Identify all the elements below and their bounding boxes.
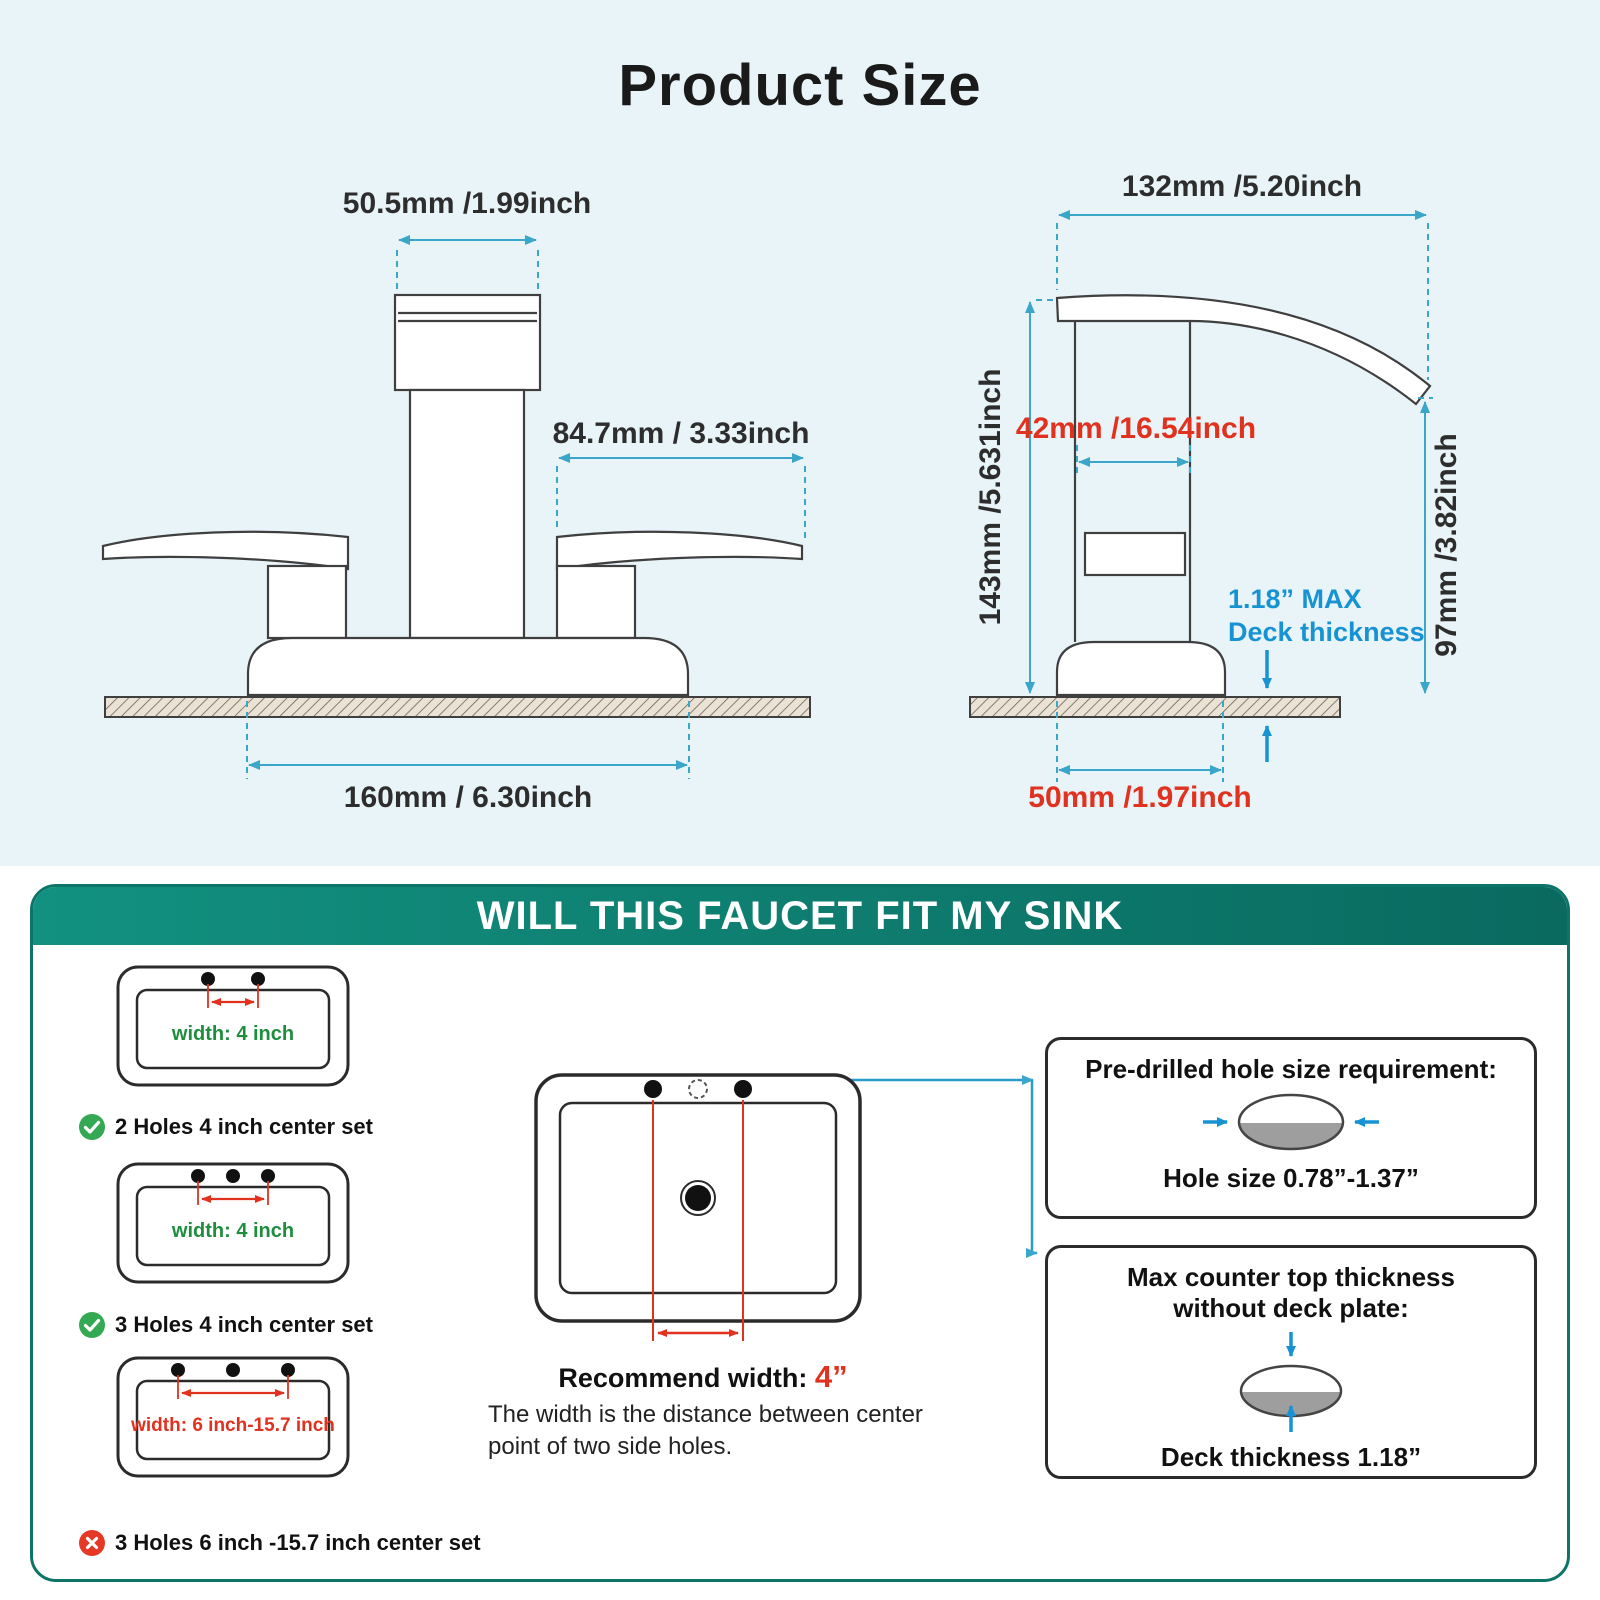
- check-icon: [79, 1114, 105, 1140]
- deck-thickness-illustration: [1239, 1332, 1343, 1433]
- side-handle: [1083, 531, 1187, 577]
- center-sink-diagram: [534, 1073, 862, 1341]
- sink-option-2-width: width: 4 inch: [171, 1220, 294, 1242]
- front-base-plate: [246, 636, 690, 697]
- sink-option-1-caption-text: 2 Holes 4 inch center set: [115, 1114, 373, 1139]
- side-base-plate: [1055, 640, 1227, 697]
- dim-total-height: 143mm /5.631inch: [974, 369, 1007, 626]
- fit-section: WILL THIS FAUCET FIT MY SINK width: 4 in…: [30, 884, 1570, 1582]
- dim-top-width: 132mm /5.20inch: [1122, 170, 1362, 203]
- faucet-hole: [226, 1169, 240, 1183]
- left-handle-post: [266, 564, 348, 640]
- faucet-hole-optional: [688, 1079, 708, 1099]
- dim-spout-width: 50.5mm /1.99inch: [343, 187, 591, 220]
- sink-option-3-diagram: width: 6 inch-15.7 inch: [116, 1356, 350, 1478]
- top-section-background: [0, 0, 1600, 866]
- side-countertop: [969, 696, 1341, 718]
- hole-size-caption: Hole size 0.78”-1.37”: [1163, 1163, 1419, 1194]
- sink-option-2-caption-text: 3 Holes 4 inch center set: [115, 1312, 373, 1337]
- faucet-side-view: [969, 294, 1432, 718]
- dim-handle-length: 84.7mm / 3.33inch: [553, 417, 810, 450]
- cross-icon: [79, 1530, 105, 1556]
- faucet-hole: [171, 1363, 185, 1377]
- sink-option-2-caption: 3 Holes 4 inch center set: [78, 1311, 373, 1339]
- hole-size-box: Pre-drilled hole size requirement: Hole …: [1045, 1037, 1537, 1219]
- faucet-hole: [226, 1363, 240, 1377]
- drain-hole: [685, 1185, 711, 1211]
- faucet-hole: [261, 1169, 275, 1183]
- sink-option-1-diagram: width: 4 inch: [116, 965, 350, 1087]
- faucet-front-view: [101, 293, 811, 718]
- faucet-hole-left: [644, 1080, 662, 1098]
- front-view-dimensions: 50.5mm /1.99inch 84.7mm / 3.33inch 160mm…: [246, 187, 810, 814]
- deck-thickness-label: Deck thickness: [1228, 617, 1425, 647]
- deck-max-label: 1.18” MAX: [1228, 584, 1362, 614]
- faucet-hole: [251, 972, 265, 986]
- dim-side-base-width: 50mm /1.97inch: [1028, 781, 1251, 814]
- sink-option-1-caption: 2 Holes 4 inch center set: [78, 1113, 373, 1141]
- faucet-hole: [191, 1169, 205, 1183]
- fit-header: WILL THIS FAUCET FIT MY SINK: [33, 887, 1567, 945]
- waterfall-spout: [1055, 294, 1432, 406]
- sink-option-3-width: width: 6 inch-15.7 inch: [130, 1415, 335, 1436]
- check-icon: [79, 1312, 105, 1338]
- dim-spout-height: 97mm /3.82inch: [1430, 433, 1463, 656]
- recommend-width-value: 4”: [814, 1359, 848, 1394]
- recommend-width-label: Recommend width:: [558, 1363, 808, 1393]
- front-countertop: [104, 696, 811, 718]
- left-handle-lever: [101, 530, 350, 571]
- hole-size-title: Pre-drilled hole size requirement:: [1085, 1054, 1497, 1084]
- side-view-dimensions: 132mm /5.20inch 143mm /5.631inch 42mm /1…: [974, 170, 1463, 814]
- deck-thickness-caption: Deck thickness 1.18”: [1160, 1442, 1422, 1473]
- sink-option-2-diagram: width: 4 inch: [116, 1162, 350, 1284]
- recommend-width-line: Recommend width: 4”: [463, 1359, 943, 1395]
- deck-box-title-line2: without deck plate:: [1173, 1293, 1409, 1324]
- sink-option-3-caption: 3 Holes 6 inch -15.7 inch center set: [78, 1529, 481, 1557]
- recommend-width-note: The width is the distance between center…: [488, 1401, 923, 1460]
- dim-front-base-width: 160mm / 6.30inch: [344, 781, 592, 814]
- faucet-hole: [281, 1363, 295, 1377]
- faucet-hole: [201, 972, 215, 986]
- deck-thickness-box: Max counter top thickness without deck p…: [1045, 1245, 1537, 1479]
- right-handle-lever: [555, 530, 804, 571]
- right-handle-post: [555, 564, 637, 640]
- page-title: Product Size: [618, 53, 982, 118]
- sink-option-3-caption-text: 3 Holes 6 inch -15.7 inch center set: [115, 1530, 481, 1555]
- faucet-hole-right: [734, 1080, 752, 1098]
- dim-body-width: 42mm /16.54inch: [1016, 412, 1256, 445]
- sink-option-1-width: width: 4 inch: [171, 1023, 294, 1045]
- faucet-dimension-diagram: 50.5mm /1.99inch 84.7mm / 3.33inch 160mm…: [101, 170, 1463, 814]
- hole-size-illustration: [1203, 1093, 1379, 1151]
- deck-box-title-line1: Max counter top thickness: [1127, 1262, 1455, 1292]
